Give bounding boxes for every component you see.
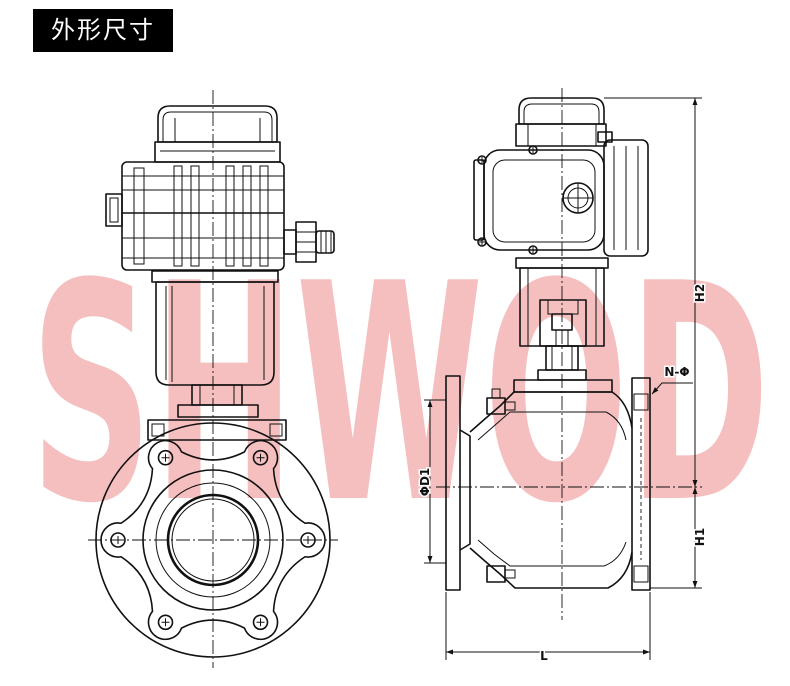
housing-fin: [225, 165, 235, 267]
side-view: [436, 88, 702, 620]
seat-circle: [155, 482, 271, 598]
housing-fin: [133, 167, 145, 265]
bolt-hole: [252, 614, 269, 631]
side-actuator-cover-inner: [492, 159, 596, 243]
stem-flange: [177, 404, 259, 418]
section-title: 外形尺寸: [33, 9, 173, 52]
bolt-hole: [157, 614, 174, 631]
bore-circle: [166, 493, 260, 587]
actuator-top-cap-inner: [162, 111, 273, 142]
cover-screw: [477, 155, 487, 165]
bolt-hole: [300, 532, 316, 548]
upper-body-stud: [491, 388, 501, 399]
side-actuator-cap-inner: [523, 103, 600, 124]
bolt-hole: [110, 532, 126, 548]
right-flange-bolt-hole: [633, 565, 649, 583]
flange-outer-circle: [95, 422, 331, 658]
front-view: [88, 90, 338, 668]
manual-override-knob: [105, 193, 123, 227]
actuator-cap-band: [154, 141, 281, 163]
cover-screw: [528, 245, 538, 255]
bore-inner-circle: [171, 498, 255, 582]
flange-diameter-label: ΦD1: [418, 468, 432, 497]
bolt-hole-leader: [651, 382, 693, 395]
dimensions: H2 H1 ΦD1 L N-Φ: [417, 97, 709, 665]
upper-body-bolt: [504, 401, 516, 411]
cover-screw: [528, 145, 538, 155]
housing-fin: [173, 165, 183, 267]
plate-bolt: [269, 423, 283, 437]
housing-fin: [259, 165, 269, 267]
body-neck-circle: [142, 469, 284, 611]
bolt-holes-label: N-Φ: [664, 365, 689, 379]
h1-label: H1: [693, 528, 707, 546]
cable-gland-tip: [315, 230, 335, 254]
watermark-text: SHWOD: [30, 220, 770, 569]
length-label: L: [540, 649, 548, 663]
side-cap-band: [515, 123, 607, 147]
actuator-top-cap: [157, 105, 278, 143]
position-indicator-cross: [563, 183, 593, 213]
body-upper-wall: [477, 411, 627, 441]
flange-lobe-outline: [100, 439, 326, 641]
body-top-plate: [147, 419, 287, 441]
cover-screw: [477, 237, 487, 247]
housing-fin: [190, 165, 200, 267]
bolt-hole: [252, 449, 269, 466]
housing-fin: [242, 165, 252, 267]
h2-label: H2: [693, 284, 707, 302]
side-actuator-cap: [518, 97, 605, 125]
motor-housing: [603, 139, 649, 257]
left-flange: [445, 375, 461, 591]
body-lower-wall: [477, 539, 627, 567]
cover-screw-crosses: [479, 147, 536, 253]
bolt-hole: [157, 449, 174, 466]
bracket-cylinder: [155, 281, 275, 386]
right-flange: [631, 377, 651, 591]
left-flange-raised-face: [459, 429, 471, 551]
right-flange-bolt-hole: [633, 393, 649, 411]
lower-body-bolt: [504, 569, 516, 579]
manual-override-knob-inner: [109, 197, 119, 223]
bolt-hole-crosses: [114, 453, 312, 627]
